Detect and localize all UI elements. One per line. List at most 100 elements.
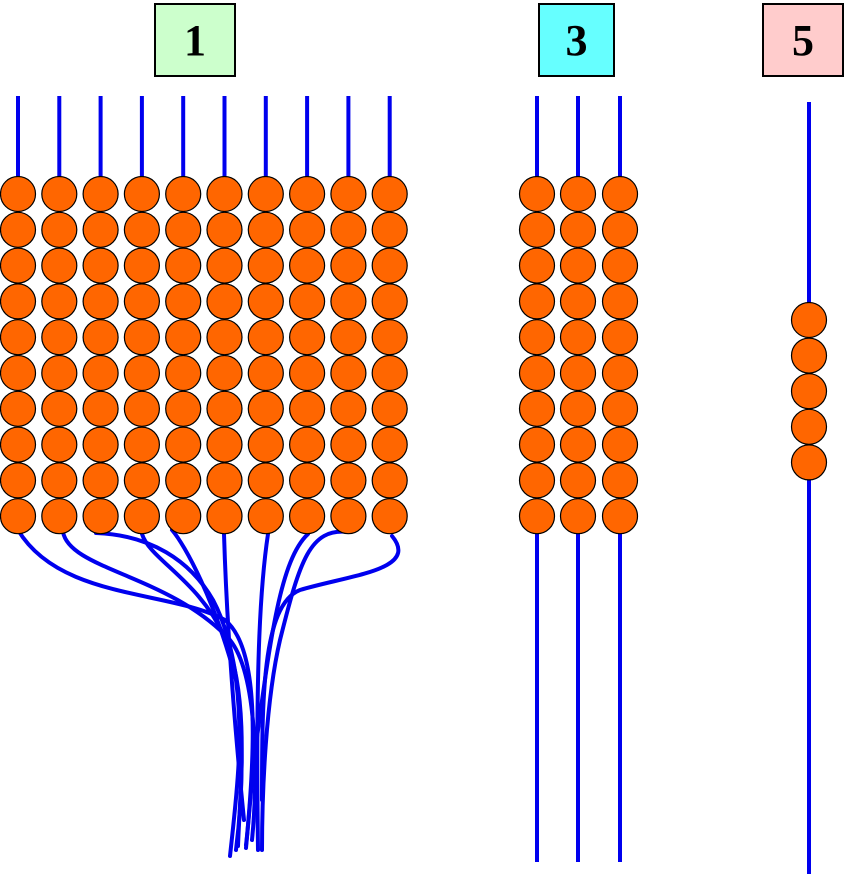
group-1-bead xyxy=(330,247,367,284)
group-1-bead xyxy=(0,354,37,392)
group-1-bead xyxy=(206,283,243,320)
group-1-bead xyxy=(371,498,408,535)
group-1-bead xyxy=(330,390,367,427)
group-1-bead xyxy=(123,175,160,213)
group-1-bead xyxy=(41,319,78,356)
group-1-bead xyxy=(82,319,119,356)
group-1-bead xyxy=(0,175,37,213)
group-1-tangled-string xyxy=(255,532,270,852)
group-1-bead xyxy=(82,211,119,248)
group-3-bead xyxy=(518,354,556,392)
group-1-bead xyxy=(289,319,326,356)
group-1-bead xyxy=(123,462,160,499)
group-1-bead xyxy=(330,175,367,213)
group-5-label: 5 xyxy=(762,3,844,77)
group-3-bead xyxy=(559,247,597,284)
group-1-bead xyxy=(165,462,202,499)
group-1-bead xyxy=(206,390,243,427)
group-1-bead xyxy=(165,390,202,427)
group-1-bead xyxy=(330,498,367,535)
group-1-bead xyxy=(82,283,119,320)
group-1-tangled-string xyxy=(222,532,246,822)
group-1-bead xyxy=(247,462,284,499)
group-1-bead xyxy=(41,354,78,392)
group-1-bead xyxy=(123,211,160,248)
group-3-bead xyxy=(601,390,639,427)
group-1-bead xyxy=(165,354,202,392)
group-1-bead xyxy=(82,247,119,284)
group-1-bead xyxy=(371,211,408,248)
group-1-bead xyxy=(165,498,202,535)
group-1-tangled-string xyxy=(244,532,310,847)
group-1-bead xyxy=(206,247,243,284)
group-1-bead xyxy=(247,319,284,356)
group-5-bead xyxy=(790,337,828,374)
group-5-bead xyxy=(790,444,828,481)
group-3-bead xyxy=(601,498,639,535)
group-1-bead xyxy=(330,426,367,463)
group-1-bead xyxy=(41,283,78,320)
group-1-bead xyxy=(165,426,202,463)
group-3-label: 3 xyxy=(538,3,615,77)
group-3-bead xyxy=(601,247,639,284)
group-1-bead xyxy=(82,498,119,535)
group-1-bead xyxy=(371,354,408,392)
group-1-bead xyxy=(82,354,119,392)
group-3-bead xyxy=(601,462,639,499)
group-3-bead xyxy=(518,498,556,535)
group-1-bead xyxy=(330,211,367,248)
group-1-bead xyxy=(123,247,160,284)
group-1-bead xyxy=(206,462,243,499)
group-1-tangled-string xyxy=(260,534,401,802)
group-1-bead xyxy=(206,426,243,463)
group-5-bead xyxy=(790,301,828,339)
group-3-bead xyxy=(559,390,597,427)
group-1-bead xyxy=(289,247,326,284)
group-1-bead xyxy=(165,319,202,356)
group-3-bead xyxy=(518,462,556,499)
group-1-bead xyxy=(0,426,37,463)
group-1-bead xyxy=(289,498,326,535)
group-1-bead xyxy=(289,426,326,463)
group-1-bead xyxy=(289,390,326,427)
group-3-bead xyxy=(518,175,556,213)
group-1-label: 1 xyxy=(154,3,236,77)
group-1-bead xyxy=(41,211,78,248)
group-3-bead xyxy=(601,426,639,463)
group-3-bead xyxy=(559,319,597,356)
group-1-bead xyxy=(41,247,78,284)
group-3-bead xyxy=(559,354,597,392)
group-1-bead xyxy=(41,175,78,213)
group-1-bead xyxy=(123,283,160,320)
group-1-bead xyxy=(247,283,284,320)
group-1-bead xyxy=(123,498,160,535)
group-3-bead xyxy=(518,247,556,284)
group-1-bead xyxy=(371,426,408,463)
group-1-bead xyxy=(330,462,367,499)
group-1-bead xyxy=(371,283,408,320)
group-3-bead xyxy=(518,211,556,248)
group-1-bead xyxy=(41,498,78,535)
group-1-bead xyxy=(206,211,243,248)
group-1-bead xyxy=(0,283,37,320)
group-1-bead xyxy=(165,175,202,213)
group-1-bead xyxy=(289,462,326,499)
group-1-bead xyxy=(206,354,243,392)
group-3-bead xyxy=(559,211,597,248)
group-3-bead xyxy=(518,426,556,463)
group-1-bead xyxy=(0,390,37,427)
group-1-bead xyxy=(165,283,202,320)
group-1-bead xyxy=(0,319,37,356)
group-1-bead xyxy=(0,498,37,535)
group-1-bead xyxy=(247,247,284,284)
group-1-bead xyxy=(371,390,408,427)
group-1-bead xyxy=(289,283,326,320)
group-3-bead xyxy=(601,354,639,392)
beads-layer xyxy=(0,175,828,535)
group-1-bead xyxy=(206,175,243,213)
group-1-bead xyxy=(247,354,284,392)
group-1-bead xyxy=(330,319,367,356)
group-1-bead xyxy=(289,211,326,248)
group-1-bead xyxy=(82,426,119,463)
